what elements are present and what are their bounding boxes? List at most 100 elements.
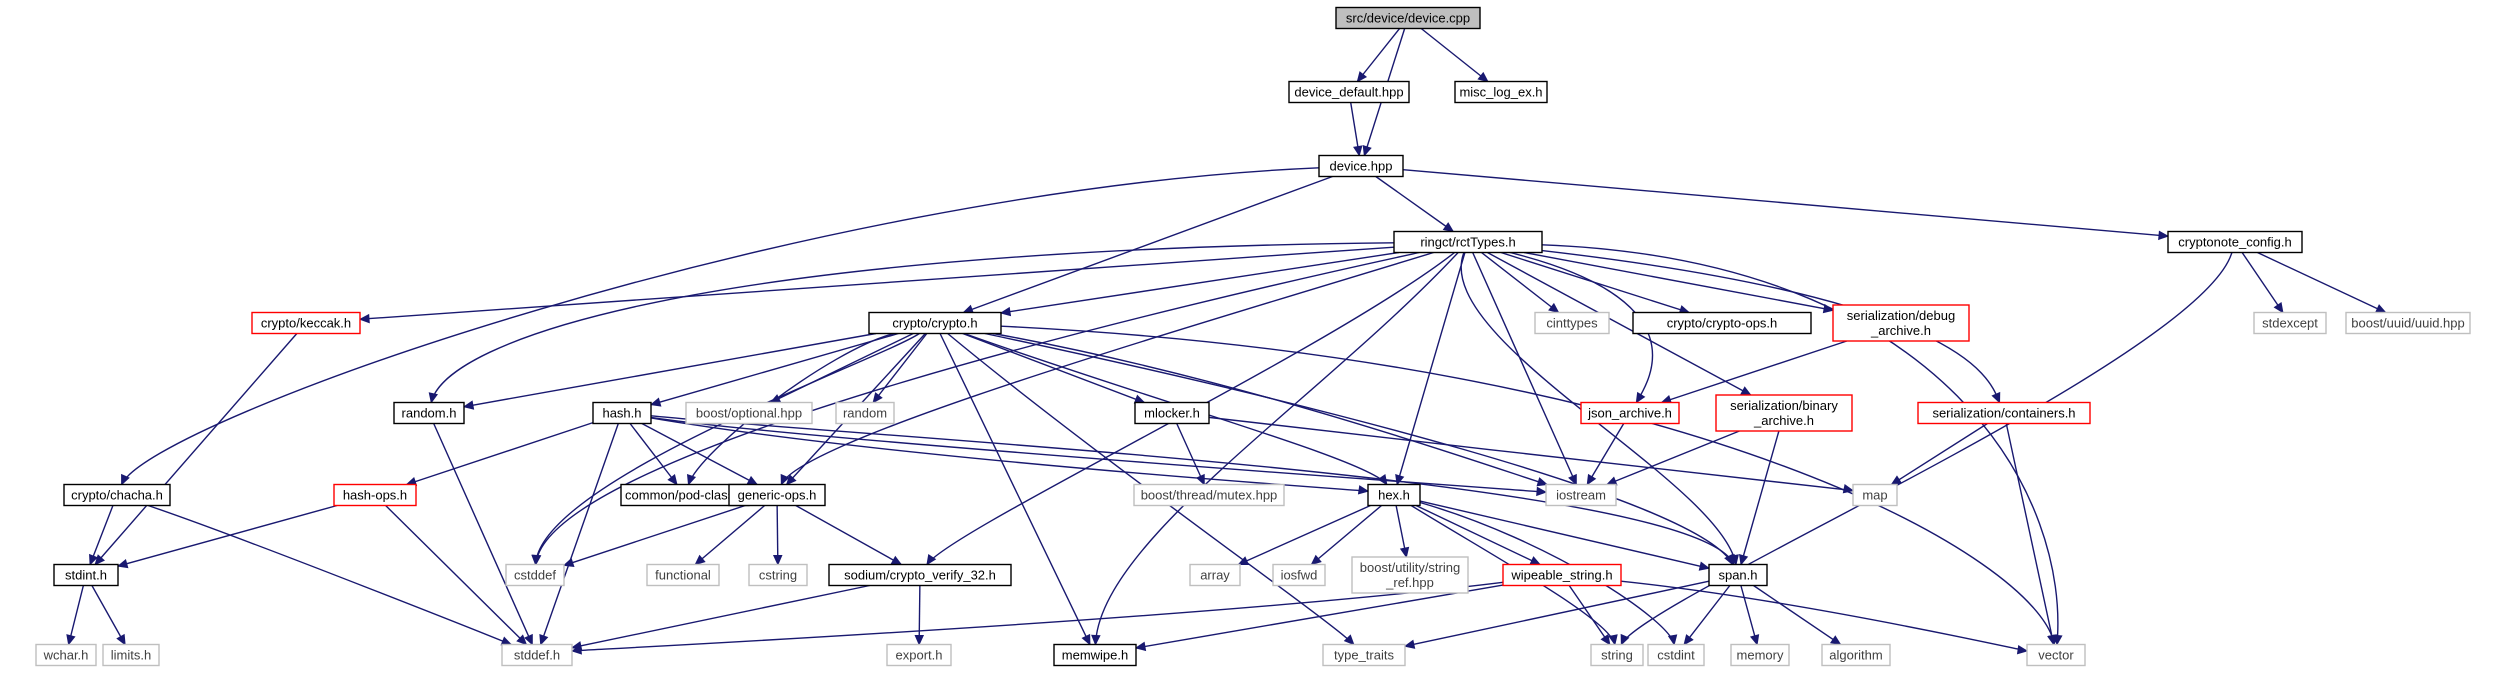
node-wipeable-string-h[interactable]: wipeable_string.h	[1502, 563, 1622, 587]
node-mlocker-h[interactable]: mlocker.h	[1134, 401, 1210, 425]
node-cstring[interactable]: cstring	[748, 563, 808, 587]
node-box[interactable]	[592, 401, 652, 425]
node-box[interactable]	[1367, 483, 1421, 507]
node-box[interactable]	[1821, 643, 1891, 667]
node-src-device-device-cpp[interactable]: src/device/device.cpp	[1335, 6, 1481, 30]
node-box[interactable]	[1730, 643, 1790, 667]
node-functional[interactable]: functional	[646, 563, 720, 587]
node-box[interactable]	[2026, 643, 2086, 667]
node-algorithm[interactable]: algorithm	[1821, 643, 1891, 667]
node-sodium-crypto-verify-32-h[interactable]: sodium/crypto_verify_32.h	[828, 563, 1012, 587]
node-box[interactable]	[2345, 311, 2471, 335]
node-box[interactable]	[1134, 401, 1210, 425]
node-box[interactable]	[35, 643, 97, 667]
node-box[interactable]	[1351, 556, 1469, 594]
node-box[interactable]	[1715, 394, 1853, 432]
node-span-h[interactable]: span.h	[1708, 563, 1768, 587]
node-hash-h[interactable]: hash.h	[592, 401, 652, 425]
node-box[interactable]	[1502, 563, 1622, 587]
node-map[interactable]: map	[1852, 483, 1898, 507]
node-box[interactable]	[63, 483, 171, 507]
node-box[interactable]	[828, 563, 1012, 587]
node-boost-optional-hpp[interactable]: boost/optional.hpp	[685, 401, 813, 425]
node-box[interactable]	[1632, 311, 1812, 335]
node-misc-log-ex-h[interactable]: misc_log_ex.h	[1454, 80, 1548, 104]
node-device-hpp[interactable]: device.hpp	[1318, 154, 1404, 178]
node-box[interactable]	[1454, 80, 1548, 104]
node-json-archive-h[interactable]: json_archive.h	[1580, 401, 1680, 425]
node-box[interactable]	[748, 563, 808, 587]
node-wchar-h[interactable]: wchar.h	[35, 643, 97, 667]
node-box[interactable]	[393, 401, 465, 425]
node-box[interactable]	[886, 643, 952, 667]
node-export-h[interactable]: export.h	[886, 643, 952, 667]
node-crypto-crypto-ops-h[interactable]: crypto/crypto-ops.h	[1632, 311, 1812, 335]
node-crypto-keccak-h[interactable]: crypto/keccak.h	[251, 311, 361, 335]
node-box[interactable]	[835, 401, 895, 425]
node-box[interactable]	[1534, 311, 1610, 335]
node-box[interactable]	[1832, 304, 1970, 342]
node-box[interactable]	[1708, 563, 1768, 587]
node-memory[interactable]: memory	[1730, 643, 1790, 667]
node-crypto-chacha-h[interactable]: crypto/chacha.h	[63, 483, 171, 507]
node-box[interactable]	[2253, 311, 2327, 335]
node-serialization-debug-archive-h[interactable]: serialization/debug_archive.h	[1832, 304, 1970, 342]
node-box[interactable]	[1590, 643, 1644, 667]
node-box[interactable]	[333, 483, 417, 507]
node-box[interactable]	[1318, 154, 1404, 178]
node-hex-h[interactable]: hex.h	[1367, 483, 1421, 507]
arrowhead	[1399, 546, 1410, 559]
node-ringct-rcttypes-h[interactable]: ringct/rctTypes.h	[1393, 230, 1543, 254]
node-device-default-hpp[interactable]: device_default.hpp	[1288, 80, 1410, 104]
node-box[interactable]	[1852, 483, 1898, 507]
node-cstdint[interactable]: cstdint	[1647, 643, 1705, 667]
node-boost-thread-mutex-hpp[interactable]: boost/thread/mutex.hpp	[1133, 483, 1285, 507]
node-iostream[interactable]: iostream	[1545, 483, 1617, 507]
node-box[interactable]	[1917, 401, 2091, 425]
node-limits-h[interactable]: limits.h	[102, 643, 160, 667]
node-box[interactable]	[1133, 483, 1285, 507]
node-box[interactable]	[501, 643, 573, 667]
node-common-pod-class-h[interactable]: common/pod-class.h	[620, 483, 750, 507]
node-stddef-h[interactable]: stddef.h	[501, 643, 573, 667]
node-random-h[interactable]: random.h	[393, 401, 465, 425]
node-box[interactable]	[1335, 6, 1481, 30]
node-box[interactable]	[505, 563, 565, 587]
node-crypto-crypto-h[interactable]: crypto/crypto.h	[868, 311, 1002, 335]
node-stdexcept[interactable]: stdexcept	[2253, 311, 2327, 335]
node-box[interactable]	[251, 311, 361, 335]
node-serialization-containers-h[interactable]: serialization/containers.h	[1917, 401, 2091, 425]
node-box[interactable]	[1272, 563, 1326, 587]
node-box[interactable]	[728, 483, 826, 507]
node-array[interactable]: array	[1189, 563, 1241, 587]
node-boost-uuid-uuid-hpp[interactable]: boost/uuid/uuid.hpp	[2345, 311, 2471, 335]
node-stdint-h[interactable]: stdint.h	[53, 563, 119, 587]
node-box[interactable]	[1288, 80, 1410, 104]
node-iosfwd[interactable]: iosfwd	[1272, 563, 1326, 587]
node-memwipe-h[interactable]: memwipe.h	[1053, 643, 1137, 667]
node-cstddef[interactable]: cstddef	[505, 563, 565, 587]
node-string[interactable]: string	[1590, 643, 1644, 667]
node-box[interactable]	[1393, 230, 1543, 254]
node-hash-ops-h[interactable]: hash-ops.h	[333, 483, 417, 507]
node-cinttypes[interactable]: cinttypes	[1534, 311, 1610, 335]
node-box[interactable]	[2167, 230, 2303, 254]
node-boost-utility-string-ref-hpp[interactable]: boost/utility/string_ref.hpp	[1351, 556, 1469, 594]
node-box[interactable]	[1580, 401, 1680, 425]
node-box[interactable]	[868, 311, 1002, 335]
node-random[interactable]: random	[835, 401, 895, 425]
node-type-traits[interactable]: type_traits	[1322, 643, 1406, 667]
node-box[interactable]	[646, 563, 720, 587]
node-box[interactable]	[1053, 643, 1137, 667]
node-vector[interactable]: vector	[2026, 643, 2086, 667]
node-box[interactable]	[1647, 643, 1705, 667]
node-box[interactable]	[1322, 643, 1406, 667]
node-box[interactable]	[1189, 563, 1241, 587]
node-cryptonote-config-h[interactable]: cryptonote_config.h	[2167, 230, 2303, 254]
node-box[interactable]	[685, 401, 813, 425]
node-box[interactable]	[1545, 483, 1617, 507]
node-serialization-binary-archive-h[interactable]: serialization/binary_archive.h	[1715, 394, 1853, 432]
node-box[interactable]	[53, 563, 119, 587]
node-box[interactable]	[102, 643, 160, 667]
node-generic-ops-h[interactable]: generic-ops.h	[728, 483, 826, 507]
